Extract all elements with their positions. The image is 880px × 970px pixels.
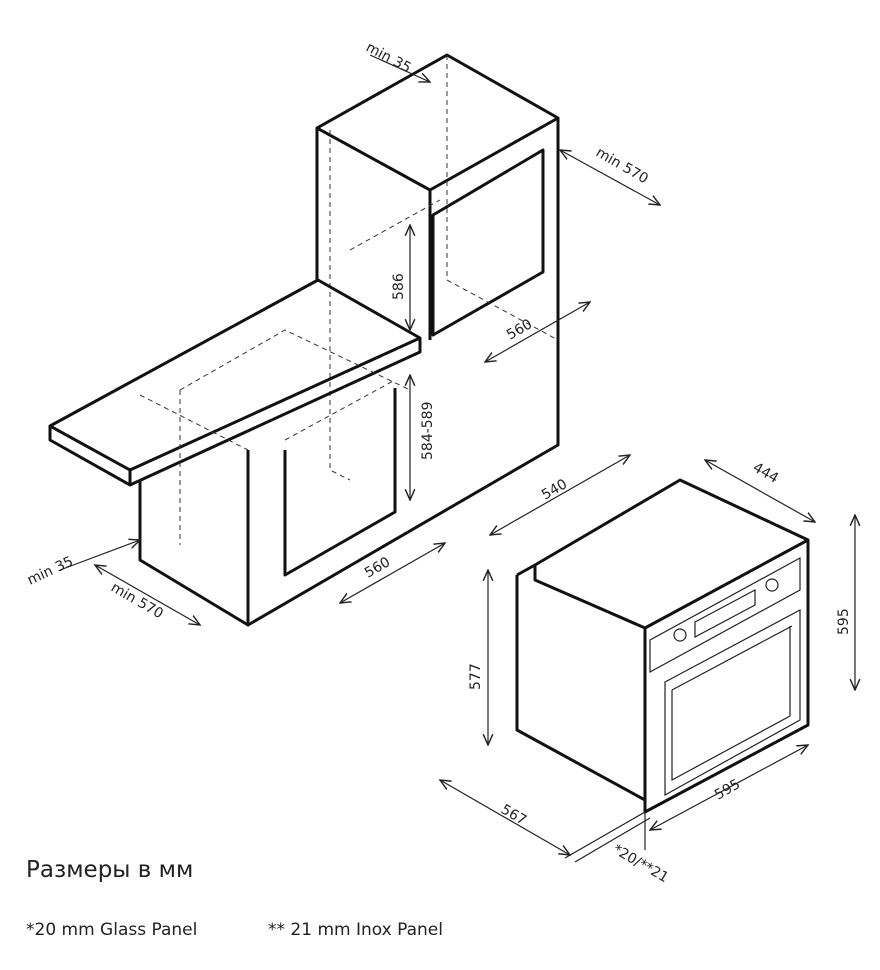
dim-label: 560 <box>504 316 535 343</box>
dim-label: 560 <box>362 554 393 581</box>
countertop <box>48 278 422 487</box>
dim-label: 444 <box>750 460 781 487</box>
dim-label: 540 <box>539 476 570 503</box>
inox-panel-note: ** 21 mm Inox Panel <box>268 920 443 940</box>
dim-label: min 35 <box>25 554 76 589</box>
dim-label: min 35 <box>363 39 413 76</box>
dim-label: *20/**21 <box>610 842 671 887</box>
dim-label: 577 <box>468 663 484 690</box>
oven <box>515 478 810 814</box>
glass-panel-note: *20 mm Glass Panel <box>26 920 198 940</box>
dimension-lines <box>59 54 855 863</box>
dim-label: 595 <box>836 608 852 635</box>
dim-label: min 570 <box>593 145 651 188</box>
dim-label: 586 <box>391 273 407 300</box>
units-title: Размеры в мм <box>26 857 194 883</box>
dim-label: 584-589 <box>420 402 436 461</box>
dim-label: 567 <box>498 802 529 829</box>
dim-label: 595 <box>712 776 743 803</box>
